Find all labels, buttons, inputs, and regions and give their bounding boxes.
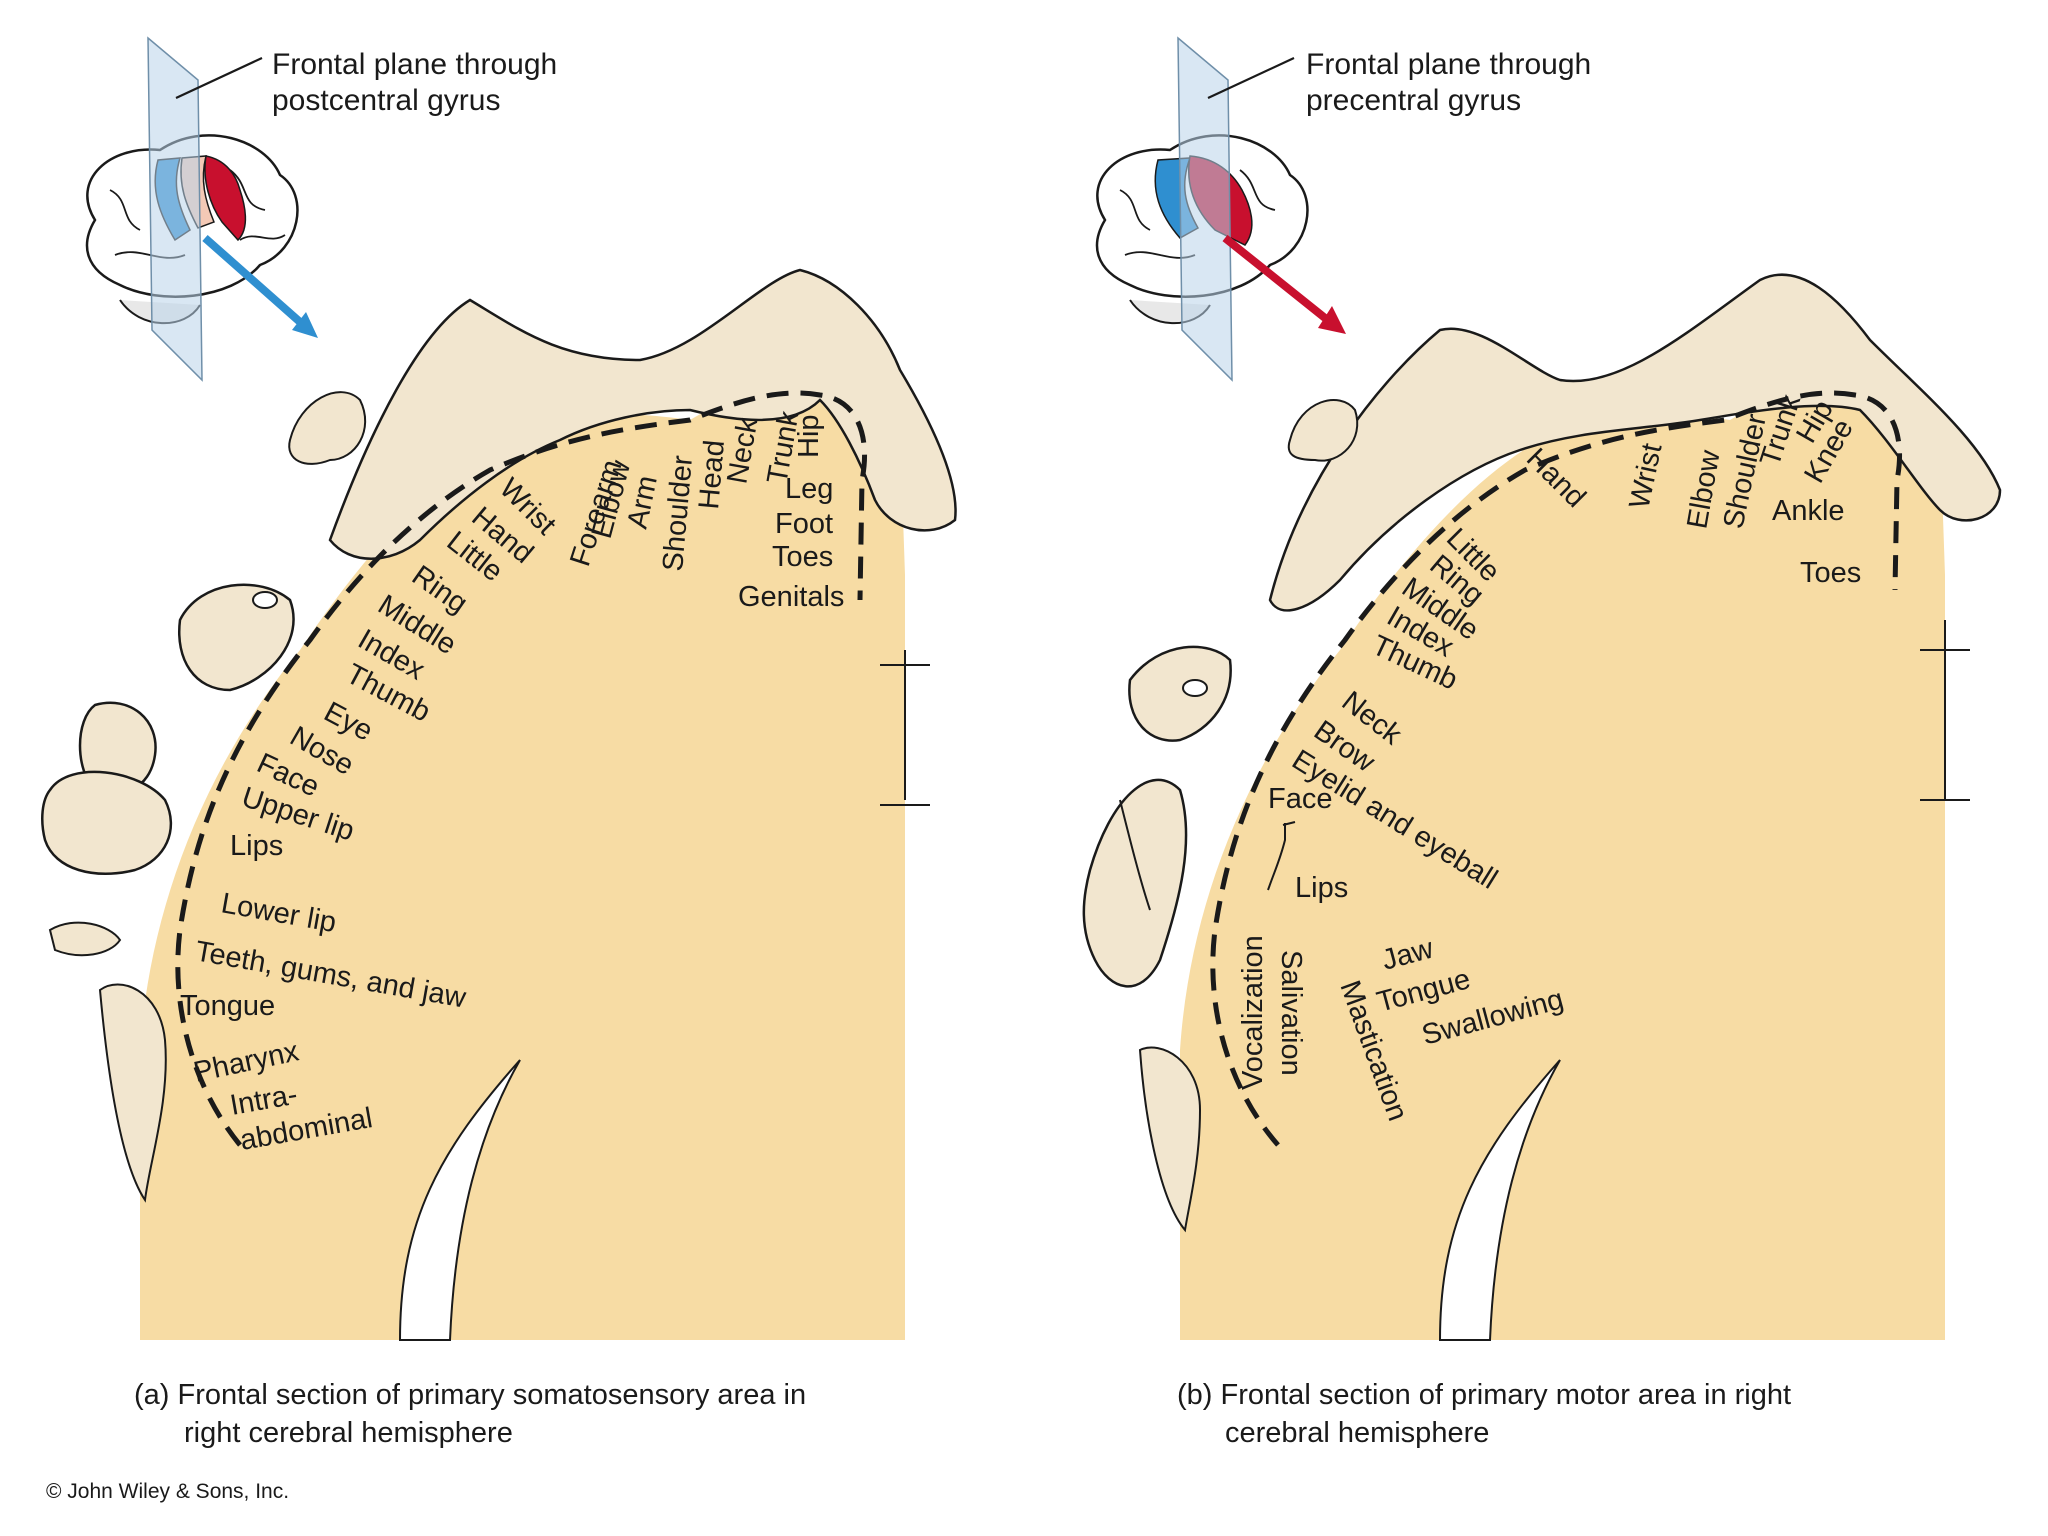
- panel-b-homunculus: [1082, 273, 2002, 1233]
- label-b-vocalization: Vocalization: [1237, 935, 1269, 1090]
- label-tongue: Tongue: [180, 990, 275, 1022]
- arrow-b-icon: [1318, 306, 1346, 334]
- plane-b-label-line2: precentral gyrus: [1306, 84, 1521, 117]
- label-head: Head: [693, 439, 731, 511]
- frontal-plane-a: [147, 36, 203, 382]
- panel-a: Frontal plane through postcentral gyrus …: [41, 36, 957, 1449]
- panel-a-boundary: [175, 390, 867, 1147]
- label-b-salivation: Salivation: [1275, 950, 1307, 1076]
- copyright: © John Wiley & Sons, Inc.: [46, 1480, 289, 1503]
- caption-a-line1: (a) Frontal section of primary somatosen…: [134, 1379, 806, 1411]
- label-lips: Lips: [230, 830, 283, 862]
- panel-a-brain-icon: [85, 36, 318, 382]
- plane-a-label-line2: postcentral gyrus: [272, 84, 500, 117]
- panel-b-brain-icon: [1095, 36, 1346, 382]
- label-b-toes: Toes: [1800, 557, 1861, 589]
- plane-a-label-line1: Frontal plane through: [272, 48, 557, 81]
- label-toes: Toes: [772, 541, 833, 573]
- caption-a-line2: right cerebral hemisphere: [184, 1417, 513, 1449]
- label-genitals: Genitals: [738, 581, 844, 613]
- panel-a-homunculus: [41, 268, 957, 1203]
- panel-b-boundary: [1210, 390, 1902, 1147]
- caption-b-line1: (b) Frontal section of primary motor are…: [1177, 1379, 1791, 1411]
- label-b-face: Face: [1268, 783, 1332, 815]
- label-leg: Leg: [785, 473, 833, 505]
- label-b-lips: Lips: [1295, 872, 1348, 904]
- panel-b-cortex: [1180, 369, 1945, 1341]
- arrow-a-icon: [292, 312, 318, 338]
- plane-b-label-line1: Frontal plane through: [1306, 48, 1591, 81]
- frontal-plane-b: [1177, 36, 1233, 382]
- caption-b-line2: cerebral hemisphere: [1225, 1417, 1489, 1449]
- label-foot: Foot: [775, 508, 833, 540]
- panel-b: Frontal plane through precentral gyrus T…: [1082, 36, 2002, 1449]
- label-b-ankle: Ankle: [1772, 495, 1845, 527]
- label-hip: Hip: [793, 414, 825, 458]
